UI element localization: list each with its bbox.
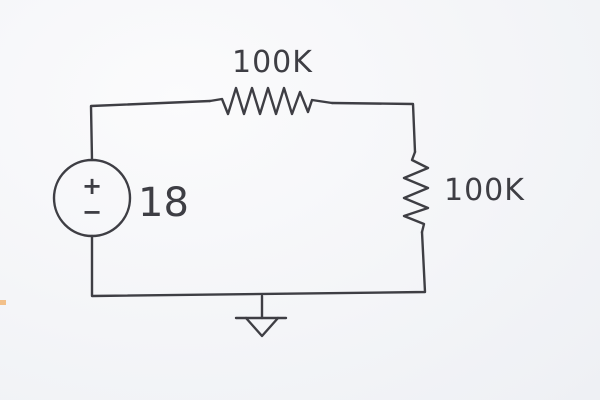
wires: [89, 99, 427, 320]
wire-top-right: [330, 101, 417, 154]
resistor-top: [208, 86, 334, 116]
source-minus-sign: −: [82, 198, 102, 226]
source-voltage-label: 18: [138, 180, 189, 226]
paper-speck: [0, 300, 6, 305]
resistor-top-label: 100K: [232, 45, 313, 80]
resistor-right: [402, 150, 430, 234]
voltage-source: + −: [52, 158, 132, 238]
ground-icon: [234, 316, 288, 338]
source-plus-sign: +: [82, 172, 102, 200]
wire-right-bottom: [90, 230, 427, 298]
voltage-source-circle: [52, 158, 132, 238]
resistor-right-label: 100K: [444, 173, 525, 208]
wire-left-top: [89, 99, 212, 162]
